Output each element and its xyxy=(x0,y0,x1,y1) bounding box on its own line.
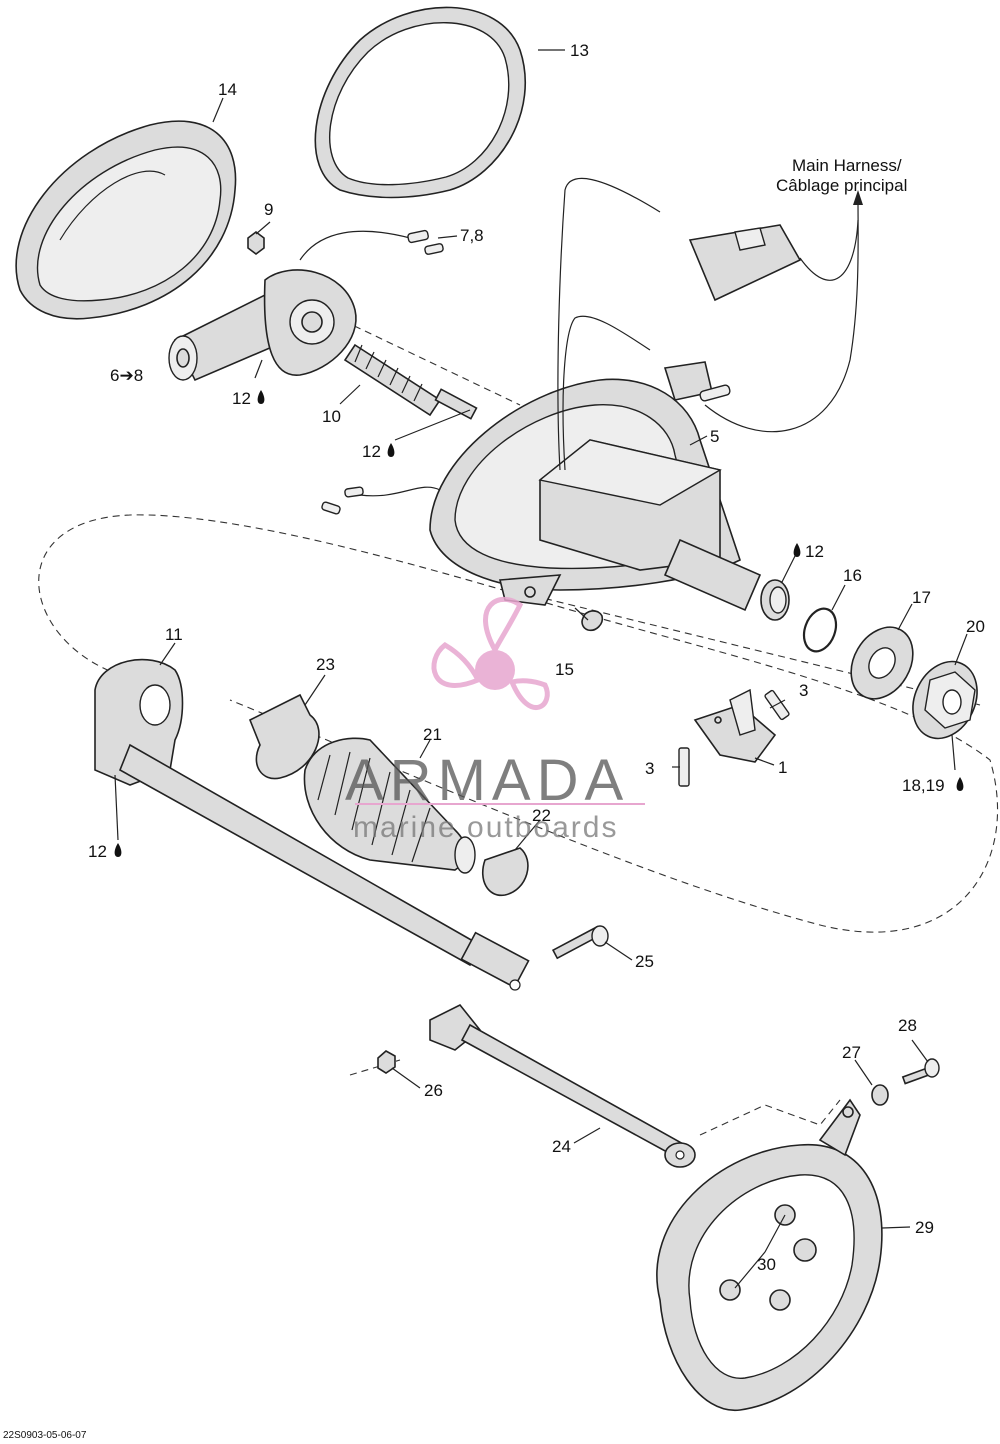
label-7-8: 7,8 xyxy=(460,226,484,245)
harness-wire xyxy=(557,177,661,471)
motor-6-8 xyxy=(168,269,357,382)
label-1: 1 xyxy=(778,758,787,777)
bushing-30c xyxy=(719,1279,741,1301)
harness-line-1: Main Harness/ xyxy=(792,156,902,175)
label-3-upper: 3 xyxy=(799,681,808,700)
label-16: 16 xyxy=(843,566,862,585)
drop-icon xyxy=(387,443,395,457)
label-18-19: 18,19 xyxy=(902,776,945,795)
diagram-code: 22S0903-05-06-07 xyxy=(3,1430,87,1441)
worm-shaft-10 xyxy=(343,343,478,420)
drop-icon xyxy=(793,543,801,557)
o-ring-16 xyxy=(802,607,838,653)
drop-icon xyxy=(956,777,964,791)
label-12-motor: 12 xyxy=(232,389,251,408)
wire-motor xyxy=(299,230,411,261)
label-22: 22 xyxy=(532,806,551,825)
label-15: 15 xyxy=(555,660,574,679)
grommet-15 xyxy=(581,610,604,632)
bracket-1 xyxy=(693,688,777,763)
cover-14 xyxy=(15,120,237,320)
label-12-shaft: 12 xyxy=(362,442,381,461)
harness-arrow-curve-2 xyxy=(799,219,859,281)
tab-3-upper xyxy=(764,689,790,721)
terminal-8 xyxy=(424,243,444,255)
screw-28 xyxy=(901,1058,940,1085)
label-28: 28 xyxy=(898,1016,917,1035)
seal-ring-13 xyxy=(314,6,526,199)
label-26: 26 xyxy=(424,1081,443,1100)
assembly-line-nut xyxy=(349,1059,401,1076)
label-14: 14 xyxy=(218,80,237,99)
watermark-tagline: marine outboards xyxy=(353,811,618,844)
bolt-25 xyxy=(551,925,609,960)
label-9: 9 xyxy=(264,200,273,219)
label-25: 25 xyxy=(635,952,654,971)
label-13: 13 xyxy=(570,41,589,60)
label-10: 10 xyxy=(322,407,341,426)
bushing-30b xyxy=(793,1238,817,1262)
leader-lines xyxy=(114,49,968,1289)
label-23: 23 xyxy=(316,655,335,674)
tab-3-lower xyxy=(678,747,690,787)
flange-nut-20 xyxy=(912,660,978,740)
arrow-up-icon xyxy=(853,190,863,205)
loose-wire xyxy=(359,486,441,497)
watermark-brand: ARMADA xyxy=(345,748,629,813)
loose-terminal-b xyxy=(321,501,341,515)
label-29: 29 xyxy=(915,1218,934,1237)
washer-17 xyxy=(850,626,914,700)
label-11: 11 xyxy=(165,625,183,644)
loose-terminal-a xyxy=(344,486,364,498)
small-connector xyxy=(663,361,731,402)
assembly-line-loop xyxy=(38,514,999,933)
harness-arrow-curve xyxy=(704,199,859,433)
bushing-30d xyxy=(769,1289,791,1311)
clamp-22 xyxy=(481,847,529,896)
washer-27 xyxy=(871,1084,889,1106)
armada-logo xyxy=(431,596,550,710)
tiller-arm-11 xyxy=(94,658,530,991)
assembly-line-axis xyxy=(509,589,981,706)
label-21: 21 xyxy=(423,725,442,744)
assembly-line-bracket xyxy=(699,1099,841,1136)
label-17: 17 xyxy=(912,588,931,607)
label-6-8: 6➔8 xyxy=(110,366,143,385)
main-connector xyxy=(688,224,802,302)
harness-line-2: Câblage principal xyxy=(776,176,907,195)
harness-wire-2 xyxy=(562,315,651,471)
label-3-lower: 3 xyxy=(645,759,654,778)
nut-9 xyxy=(247,231,265,255)
label-24: 24 xyxy=(552,1137,571,1156)
label-5: 5 xyxy=(710,427,719,446)
clamp-23 xyxy=(248,693,320,780)
drop-icon xyxy=(257,390,265,404)
actuator-housing-5 xyxy=(429,378,790,621)
label-12-housing: 12 xyxy=(805,542,824,561)
label-20: 20 xyxy=(966,617,985,636)
linkage-rod-24 xyxy=(429,1003,696,1168)
label-27: 27 xyxy=(842,1043,861,1062)
terminal-7 xyxy=(407,229,429,244)
drop-icon xyxy=(114,843,122,857)
nut-26 xyxy=(377,1050,396,1074)
watermark-underline xyxy=(355,803,645,805)
ring-bracket-29 xyxy=(656,1098,883,1411)
label-12-arm: 12 xyxy=(88,842,107,861)
label-30: 30 xyxy=(757,1255,776,1274)
